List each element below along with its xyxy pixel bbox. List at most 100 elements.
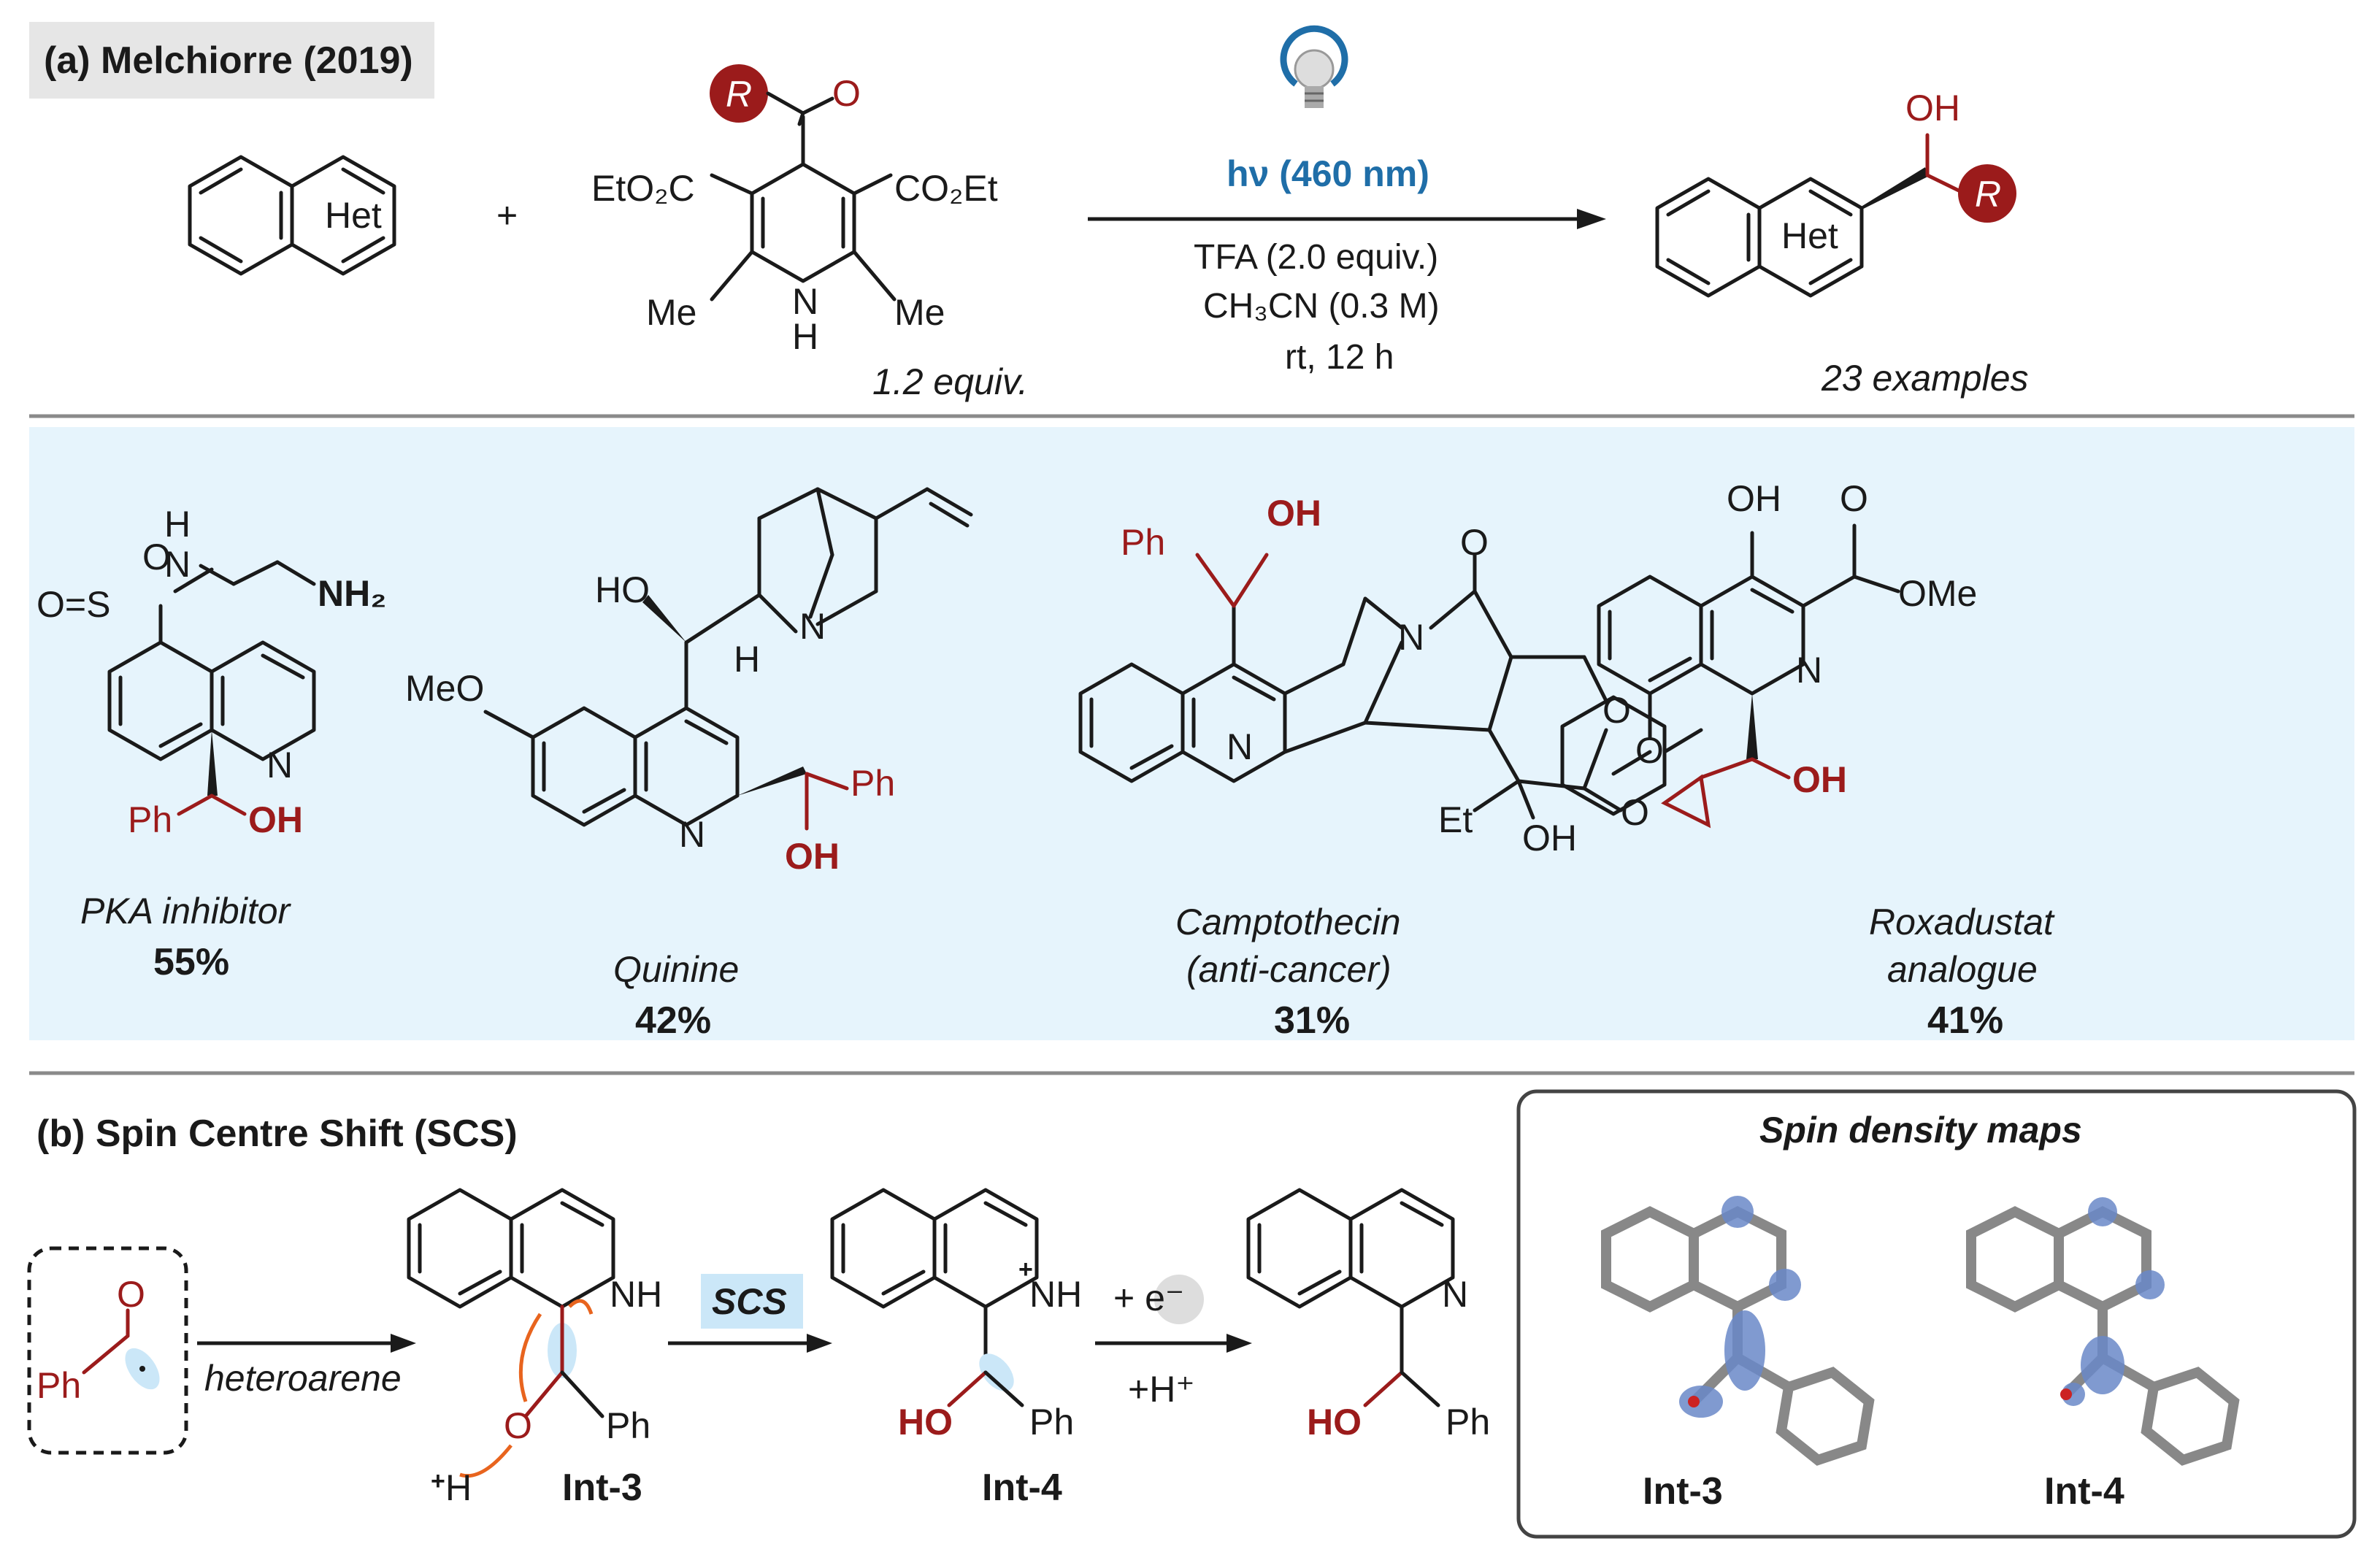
pka-yield: 55%	[153, 941, 229, 983]
quinine-n-q: N	[799, 606, 826, 647]
heading-a-background	[29, 22, 434, 99]
product-oh: OH	[1905, 88, 1960, 128]
int3-name: Int-3	[562, 1467, 642, 1509]
campto-yield: 31%	[1274, 999, 1350, 1042]
int4-plus: +	[1018, 1256, 1033, 1283]
plus-sign: +	[496, 195, 518, 236]
rox-ome: OMe	[1898, 573, 1977, 614]
light-bulb-icon	[1280, 25, 1348, 108]
rox-name-1: Roxadustat	[1869, 902, 2055, 942]
rox-o-ether: O	[1635, 730, 1664, 771]
quinine-ho: HO	[595, 569, 650, 610]
int3-o: O	[504, 1405, 532, 1446]
pka-oh: OH	[248, 799, 303, 840]
nh-n: N	[792, 281, 818, 322]
carbonyl-o: O	[832, 73, 861, 114]
int4-name: Int-4	[982, 1467, 1062, 1509]
left-ester: EtO₂C	[591, 168, 695, 209]
solvent-conditions: CH₃CN (0.3 M)	[1203, 287, 1440, 326]
campto-o-lactone: O	[1602, 690, 1631, 731]
pka-name: PKA inhibitor	[80, 891, 292, 931]
example-pka-inhibitor: O O=S H N NH₂ N Ph OH	[37, 504, 386, 840]
campto-o-top: O	[1460, 522, 1489, 563]
pka-o-s: O=S	[37, 584, 110, 625]
int4-ho: HO	[898, 1402, 953, 1442]
het-label: Het	[325, 195, 382, 236]
arrow-reduction	[1095, 1275, 1252, 1353]
rox-n-ring: N	[1796, 650, 1822, 691]
spin-map-int4	[1966, 1197, 2240, 1466]
scs-label: SCS	[712, 1281, 787, 1322]
acid-conditions: TFA (2.0 equiv.)	[1194, 238, 1438, 277]
final-product: N HO Ph	[1246, 1188, 1490, 1442]
acyl-o: O	[117, 1274, 145, 1315]
example-camptothecin: N Ph OH N O O O Et OH	[1078, 493, 1649, 858]
arrow-heteroarene	[197, 1334, 416, 1353]
nh-h: H	[792, 316, 818, 357]
spin-map-int4-label: Int-4	[2044, 1470, 2124, 1513]
campto-et: Et	[1438, 799, 1473, 840]
campto-name-1: Camptothecin	[1175, 902, 1401, 942]
arrow-scs	[668, 1274, 832, 1353]
product-a: OH R Het	[1655, 88, 2016, 298]
rox-oh: OH	[1792, 759, 1847, 800]
time-conditions: rt, 12 h	[1285, 338, 1394, 377]
rox-o-ester: O	[1840, 478, 1868, 519]
rox-oh-top: OH	[1727, 478, 1781, 519]
quinine-yield: 42%	[635, 999, 711, 1042]
spin-density-title: Spin density maps	[1759, 1110, 2082, 1150]
quinine-name: Quinine	[613, 949, 739, 990]
int4-nh: NH	[1029, 1274, 1082, 1315]
example-roxadustat: O OH O OMe N OH	[1560, 478, 1977, 829]
acyl-ph: Ph	[37, 1365, 81, 1406]
int3-nh: NH	[610, 1274, 662, 1315]
product-het-label: Het	[1781, 215, 1838, 256]
left-me: Me	[646, 292, 696, 333]
int3-h: H	[445, 1467, 472, 1508]
reaction-arrow-a	[1088, 209, 1606, 229]
campto-oh: OH	[1267, 493, 1321, 534]
spin-map-int3-label: Int-3	[1643, 1470, 1723, 1513]
r-group-label: R	[726, 74, 752, 115]
int3-ph: Ph	[606, 1405, 650, 1446]
right-me: Me	[894, 292, 945, 333]
quinine-oh: OH	[785, 836, 840, 877]
product-ph: Ph	[1446, 1402, 1490, 1442]
campto-n-ring: N	[1398, 617, 1424, 658]
heading-a: (a) Melchiorre (2019)	[44, 39, 413, 82]
int3-structure: NH O Ph + H	[407, 1188, 662, 1508]
pka-nh2: NH₂	[318, 573, 386, 614]
product-ho: HO	[1307, 1402, 1362, 1442]
campto-o-carbonyl: O	[1621, 792, 1649, 833]
product-n: N	[1442, 1274, 1468, 1315]
pka-o-top: O	[142, 537, 171, 577]
heading-b: (b) Spin Centre Shift (SCS)	[37, 1113, 518, 1155]
proton-label: +H⁺	[1128, 1369, 1195, 1410]
int4-structure: + NH HO Ph	[830, 1188, 1082, 1442]
quinine-h: H	[734, 639, 760, 680]
spin-map-int3	[1601, 1196, 1875, 1466]
light-conditions: hν (460 nm)	[1227, 153, 1429, 194]
rox-name-2: analogue	[1887, 949, 2038, 990]
heteroarene-label: heteroarene	[204, 1358, 402, 1399]
quinine-meo: MeO	[405, 668, 484, 709]
campto-ph: Ph	[1121, 522, 1165, 563]
hantzsch-ester: R O EtO₂C CO₂Et Me Me N H 1.2 equiv.	[591, 64, 1028, 402]
campto-n-q: N	[1227, 726, 1253, 767]
campto-oh2: OH	[1522, 818, 1577, 858]
campto-name-2: (anti-cancer)	[1186, 949, 1391, 990]
examples-count: 23 examples	[1821, 358, 2029, 399]
pka-n-ring: N	[266, 745, 293, 785]
right-ester: CO₂Et	[894, 168, 998, 209]
reactant-heteroarene: Het	[188, 155, 396, 276]
int4-ph: Ph	[1029, 1402, 1074, 1442]
acyl-radical: O Ph	[27, 1246, 188, 1455]
int3-plus: +	[431, 1467, 445, 1495]
electron-label: + e⁻	[1113, 1278, 1184, 1318]
pka-n-link: N	[164, 544, 191, 585]
quinine-ph: Ph	[851, 763, 895, 804]
example-quinine: MeO N HO N H Ph OH	[405, 487, 973, 877]
rox-yield: 41%	[1927, 999, 2003, 1042]
pka-ph: Ph	[128, 799, 172, 840]
